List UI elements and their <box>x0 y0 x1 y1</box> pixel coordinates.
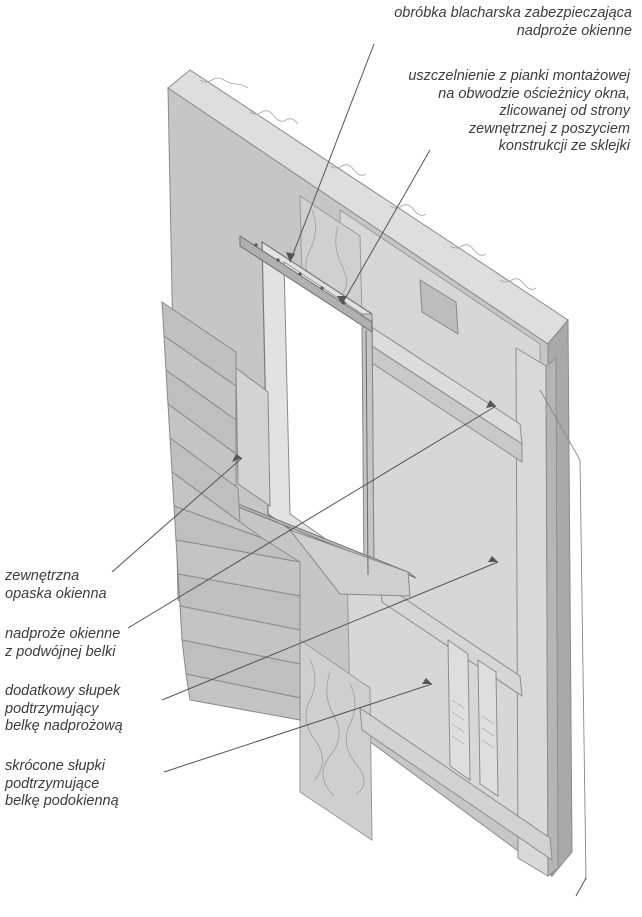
label-exterior-trim: zewnętrzna opaska okienna <box>5 568 107 603</box>
label-flashing-line-1: obróbka blacharska zabezpieczająca <box>394 5 632 21</box>
leader-arrowheads <box>232 252 498 684</box>
label-cripple-studs: skrócone słupki podtrzymujące belkę podo… <box>5 758 119 811</box>
label-foam-seal-line-2: na obwodzie ościeżnicy okna, <box>438 85 630 102</box>
membrane-outline <box>539 389 587 881</box>
leader-cripple-studs <box>163 683 433 773</box>
siding-boards <box>161 301 301 721</box>
label-foam-seal-line-5: konstrukcji ze sklejki <box>498 138 630 154</box>
label-jack-stud-line-1: dodatkowy słupek <box>5 683 121 699</box>
leader-exterior-trim <box>111 457 243 573</box>
bottom-plate <box>359 706 553 862</box>
label-jack-stud-line-3: belkę nadprożową <box>5 718 123 734</box>
label-jack-stud: dodatkowy słupek podtrzymujący belkę nad… <box>5 683 123 736</box>
leader-jack-stud <box>161 561 499 701</box>
leader-foam-seal <box>341 149 431 305</box>
exterior-trim-casing <box>235 366 271 507</box>
label-jack-stud-line-2: podtrzymujący <box>5 700 99 717</box>
foam-seal-line <box>365 329 369 576</box>
label-exterior-trim-line-2: opaska okienna <box>5 585 107 602</box>
label-double-header-line-1: nadproże okienne <box>5 626 121 642</box>
label-cripple-studs-line-2: podtrzymujące <box>5 775 100 792</box>
leader-lines <box>111 43 587 897</box>
header-flashing <box>239 235 373 333</box>
header-insulation-block <box>419 279 459 335</box>
top-insulation-texture <box>199 77 537 290</box>
leader-membrane <box>575 877 587 897</box>
label-foam-seal-line-3: zlicowanej od strony <box>499 103 630 119</box>
leader-flashing <box>289 43 375 263</box>
label-cripple-studs-line-1: skrócone słupki <box>5 758 105 774</box>
plywood-grain <box>305 659 365 797</box>
label-foam-seal-line-4: zewnętrznej z poszyciem <box>468 120 630 137</box>
cripple-studs-group <box>447 639 499 797</box>
king-stud-side <box>545 356 559 878</box>
label-flashing: obróbka blacharska zabezpieczająca nadpr… <box>394 5 632 40</box>
label-foam-seal: uszczelnienie z pianki montażowej na obw… <box>408 68 630 156</box>
window-sill-lower <box>288 528 411 597</box>
label-exterior-trim-line-1: zewnętrzna <box>5 568 80 584</box>
label-cripple-studs-line-3: belkę podokienną <box>5 793 119 809</box>
plywood-panel <box>299 639 373 841</box>
label-double-header: nadproże okienne z podwójnej belki <box>5 626 120 661</box>
leader-double-header <box>127 405 497 629</box>
label-flashing-line-2: nadproże okienne <box>516 22 632 39</box>
label-double-header-line-2: z podwójnej belki <box>5 643 116 660</box>
label-foam-seal-line-1: uszczelnienie z pianki montażowej <box>408 68 630 84</box>
